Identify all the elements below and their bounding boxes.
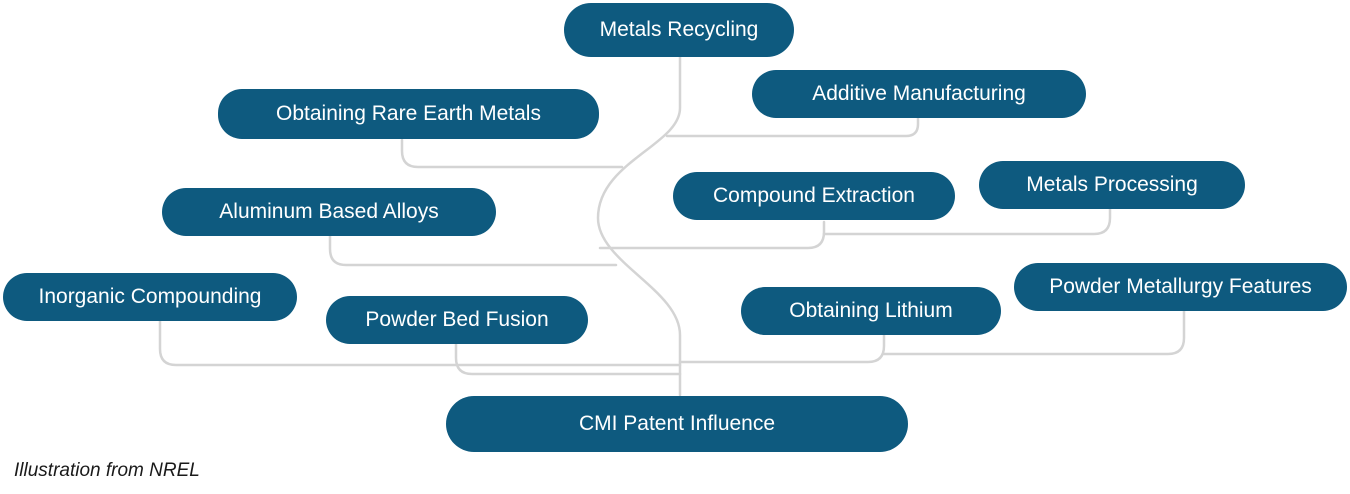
node-compound-extraction: Compound Extraction [673,172,955,220]
obtaining-lithium-connector [680,333,884,362]
aluminum-alloys-connector [330,236,616,265]
node-metals-recycling: Metals Recycling [564,3,794,57]
node-additive-manufacturing: Additive Manufacturing [752,70,1086,118]
node-obtaining-rare-earth-metals: Obtaining Rare Earth Metals [218,89,599,139]
node-obtaining-lithium: Obtaining Lithium [741,287,1001,335]
additive-manufacturing-connector [667,115,918,136]
trunk-connector [598,57,680,395]
compound-extraction-connector [600,222,824,248]
node-inorganic-compounding: Inorganic Compounding [3,273,297,321]
rare-earth-connector [402,140,622,167]
node-powder-bed-fusion: Powder Bed Fusion [326,296,588,344]
node-powder-metallurgy-features: Powder Metallurgy Features [1014,263,1347,311]
node-aluminum-based-alloys: Aluminum Based Alloys [162,188,496,236]
image-caption: Illustration from NREL [14,460,200,482]
node-cmi-patent-influence: CMI Patent Influence [446,396,908,452]
node-metals-processing: Metals Processing [979,161,1245,209]
powder-bed-fusion-connector [456,343,680,374]
